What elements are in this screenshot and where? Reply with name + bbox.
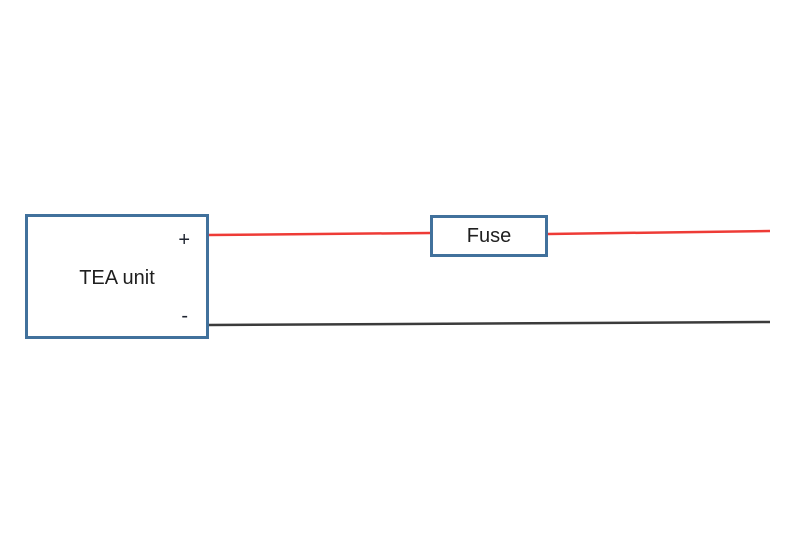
positive-wire-segment-left (207, 231, 431, 237)
fuse-box: Fuse (430, 215, 548, 257)
positive-terminal-label: + (178, 229, 190, 251)
negative-wire (207, 320, 771, 327)
positive-wire-segment-right (547, 229, 771, 236)
negative-terminal-label: - (181, 305, 188, 327)
tea-unit-box: TEA unit + - (25, 214, 209, 339)
fuse-label: Fuse (466, 224, 512, 247)
tea-unit-label: TEA unit (79, 267, 155, 289)
